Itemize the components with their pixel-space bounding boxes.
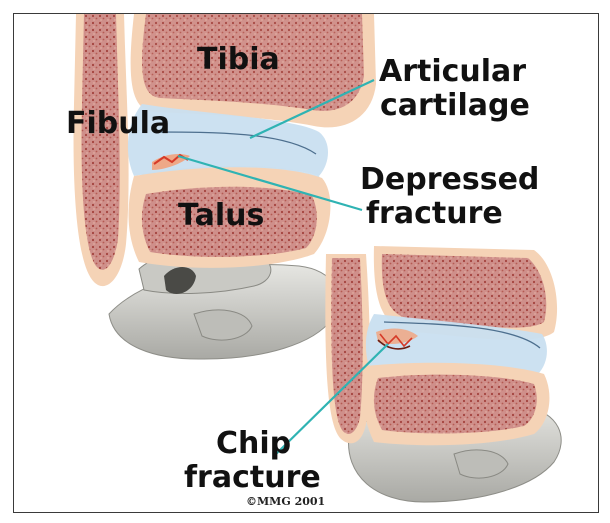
label-articular: Articular: [379, 56, 526, 88]
label-depressed-fracture: fracture: [366, 198, 503, 230]
bottom-talus: [363, 363, 550, 446]
figure-frame: Tibia Fibula Talus Articular cartilage D…: [13, 13, 599, 513]
bottom-fibula: [325, 254, 369, 443]
label-tibia: Tibia: [197, 44, 280, 76]
label-cartilage: cartilage: [380, 90, 530, 122]
bottom-ankle: [325, 246, 561, 502]
top-fibula: [74, 14, 129, 286]
label-fibula: Fibula: [66, 108, 170, 140]
label-talus: Talus: [178, 200, 264, 232]
label-depressed: Depressed: [360, 164, 539, 196]
label-chip-fracture: fracture: [184, 462, 321, 494]
copyright-text: ©MMG 2001: [246, 495, 325, 508]
label-chip: Chip: [216, 428, 291, 460]
